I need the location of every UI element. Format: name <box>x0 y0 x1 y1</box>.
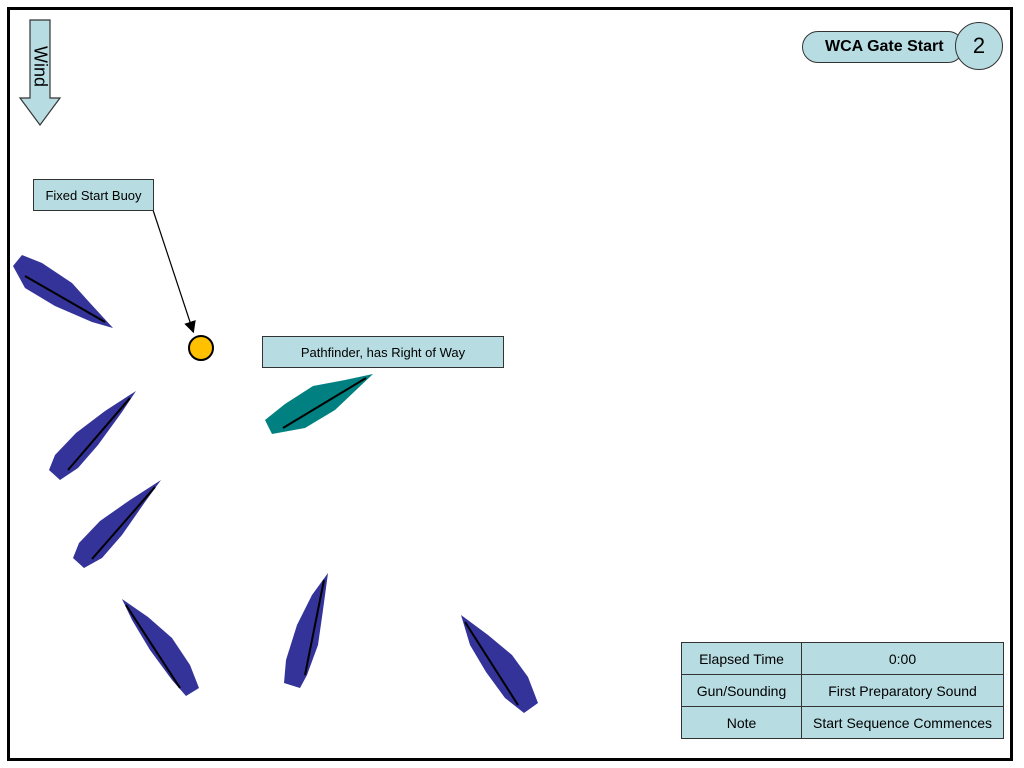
boat <box>73 480 161 568</box>
slide-frame <box>7 7 1013 761</box>
boat <box>13 255 113 328</box>
elapsed-time-label: Elapsed Time <box>681 642 802 675</box>
pathfinder-boat <box>265 374 373 434</box>
wind-label: Wind <box>30 45 51 87</box>
boat <box>122 599 199 696</box>
boat <box>49 391 136 480</box>
slide-number-badge: 2 <box>955 22 1003 70</box>
boat <box>461 615 538 713</box>
buoy-callout: Fixed Start Buoy <box>33 179 154 211</box>
note-label: Note <box>681 706 802 739</box>
table-row: Note Start Sequence Commences <box>681 706 1004 739</box>
gun-sounding-value: First Preparatory Sound <box>801 674 1004 707</box>
note-value: Start Sequence Commences <box>801 706 1004 739</box>
table-row: Elapsed Time 0:00 <box>681 642 1004 675</box>
info-table: Elapsed Time 0:00 Gun/Sounding First Pre… <box>681 642 1004 739</box>
wind-arrow-icon <box>18 19 62 127</box>
pathfinder-callout: Pathfinder, has Right of Way <box>262 336 504 368</box>
table-row: Gun/Sounding First Preparatory Sound <box>681 674 1004 707</box>
elapsed-time-value: 0:00 <box>801 642 1004 675</box>
slide-title: WCA Gate Start <box>802 31 964 63</box>
buoy-leader-line <box>152 209 196 334</box>
start-buoy <box>188 335 214 361</box>
gun-sounding-label: Gun/Sounding <box>681 674 802 707</box>
boat <box>284 573 328 688</box>
